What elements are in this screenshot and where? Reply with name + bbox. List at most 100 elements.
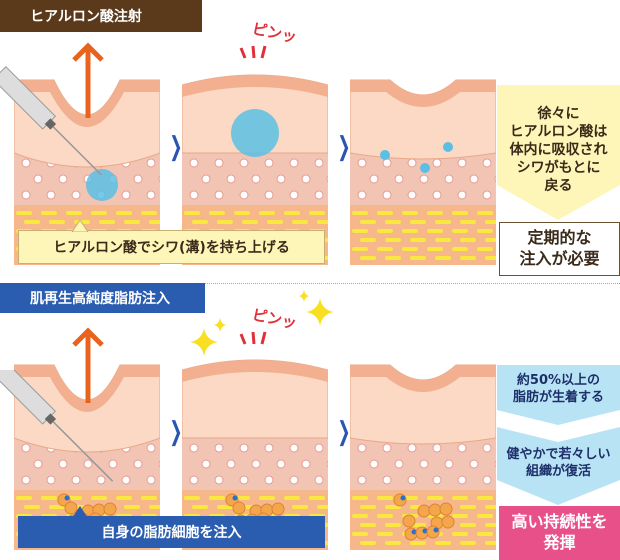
dermis-cell: [407, 475, 417, 485]
dermis-cell: [357, 190, 367, 200]
dermis-cell: [21, 158, 31, 168]
fat-cell: [352, 496, 368, 500]
dermis-cell: [146, 443, 156, 453]
fat-cell: [402, 211, 418, 215]
dermis-cell: [444, 459, 454, 469]
dermis-cell: [251, 174, 261, 184]
fat-cell: [360, 220, 376, 224]
fat-cell: [192, 220, 208, 224]
dermis-cell: [214, 158, 224, 168]
dermis-cell: [444, 174, 454, 184]
next-chevron-icon: ❯: [337, 417, 351, 447]
dermis-cell: [407, 190, 417, 200]
next-chevron-icon: ❯: [169, 417, 183, 447]
dermis-cell: [289, 443, 299, 453]
fat-cell: [141, 211, 157, 215]
fat-cell: [209, 496, 225, 500]
dermis-cell: [146, 190, 156, 200]
fat-cell: [427, 247, 443, 251]
dermis-cell: [264, 158, 274, 168]
callout-inject-own-fat: 自身の脂肪細胞を注入: [18, 516, 325, 548]
dermis-cell: [457, 475, 467, 485]
fat-cell: [477, 247, 493, 251]
skin-surface: [182, 75, 328, 97]
fat-cell: [267, 220, 283, 224]
dermis-cell: [326, 175, 328, 183]
dermis-cell: [289, 475, 299, 485]
dermis-cell: [382, 475, 392, 485]
fat-cell: [485, 541, 496, 545]
fat-graft-cell: [439, 502, 453, 516]
fat-cell: [427, 229, 443, 233]
engraftment-text: 約50%以上の 脂肪が生着する: [512, 373, 604, 405]
dermis-cell: [133, 459, 143, 469]
fat-cell: [385, 505, 401, 509]
fat-cell: [234, 211, 250, 215]
fat-cell: [41, 496, 57, 500]
dermis-cell: [33, 459, 43, 469]
cell-nucleus: [400, 495, 406, 501]
dermis-cell: [419, 174, 429, 184]
dermis-cell: [226, 459, 236, 469]
dermis-cell: [201, 174, 211, 184]
fat-cell: [377, 496, 393, 500]
fat-cell: [410, 238, 426, 242]
fat-cell: [149, 505, 160, 509]
dermis-cell: [482, 190, 492, 200]
dermis-cell: [264, 475, 274, 485]
fat-cell: [402, 247, 418, 251]
fat-cell: [360, 541, 376, 545]
fat-cell: [410, 541, 426, 545]
fat-graft-cell: [428, 503, 442, 517]
dermis-cell: [146, 475, 156, 485]
dermis-cell: [382, 190, 392, 200]
fat-cell: [317, 220, 328, 224]
dermis-cell: [407, 158, 417, 168]
fat-layer: [350, 205, 496, 265]
dermis-cell: [276, 459, 286, 469]
fat-cell: [184, 496, 200, 500]
fat-cell: [452, 247, 468, 251]
fat-cell: [452, 211, 468, 215]
fat-cell: [41, 211, 57, 215]
fat-cell: [377, 247, 393, 251]
dermis-cell: [432, 443, 442, 453]
dermis-cell: [469, 459, 479, 469]
dermis-cell: [71, 475, 81, 485]
fat-cell: [460, 256, 476, 260]
skin-panel-wrinkle-injection: [14, 79, 160, 265]
fat-cell: [309, 211, 325, 215]
next-chevron-icon: ❯: [169, 132, 183, 162]
dermis-cell: [83, 459, 93, 469]
burst-lines-icon: [239, 45, 267, 59]
dermis-cell: [301, 174, 311, 184]
dermis-cell: [96, 475, 106, 485]
dermis-cell: [432, 475, 442, 485]
dermis-cell: [58, 459, 68, 469]
fat-cell: [435, 256, 451, 260]
dermis-cell: [46, 475, 56, 485]
tissue-revival-text: 健やかで若々しい 組織が復活: [506, 447, 611, 479]
dermis-cell: [201, 459, 211, 469]
burst-lines-icon: [239, 331, 267, 345]
dermis-cell: [382, 443, 392, 453]
skin-surface: [350, 80, 496, 107]
skin-surface: [350, 365, 496, 392]
dermis-cell: [357, 158, 367, 168]
fat-graft-cell: [232, 501, 246, 515]
dermis-cell: [357, 475, 367, 485]
fat-cell: [385, 541, 401, 545]
section-title-hyaluronic: ヒアルロン酸注射: [0, 0, 202, 32]
dermis-cell: [239, 158, 249, 168]
hyaluronic-bubble: [443, 142, 453, 152]
dermis-cell: [108, 459, 118, 469]
fat-cell: [116, 496, 132, 500]
fat-cell: [460, 220, 476, 224]
fat-cell: [352, 211, 368, 215]
callout-pointer: [72, 506, 88, 518]
fat-cell: [292, 505, 308, 509]
skin-surface: [14, 80, 160, 127]
fat-cell: [309, 496, 325, 500]
fat-cell: [360, 238, 376, 242]
fat-cell: [24, 220, 40, 224]
